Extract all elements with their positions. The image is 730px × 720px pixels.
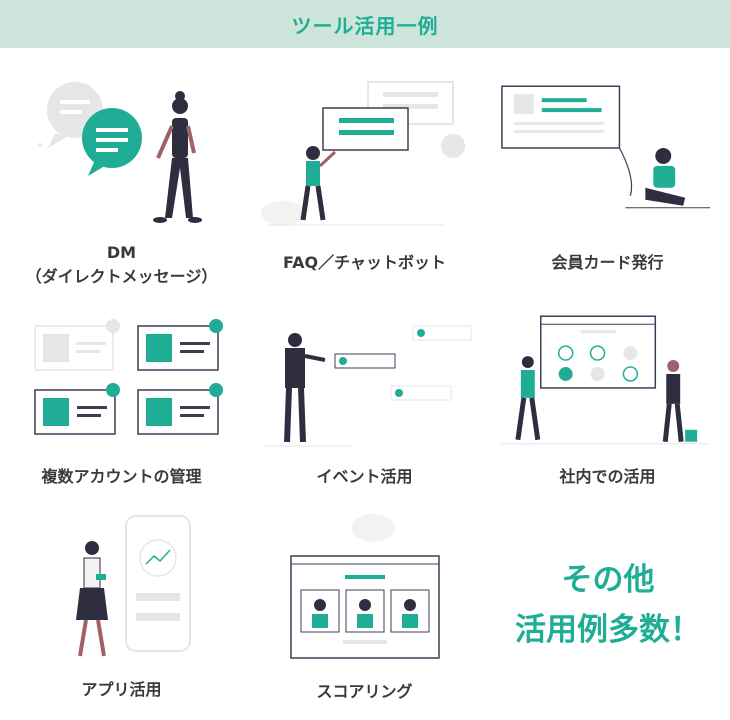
chat-bubbles-illustration bbox=[38, 82, 202, 223]
other-line2: 活用例多数！ bbox=[515, 612, 701, 648]
tile-app: アプリ活用 bbox=[0, 508, 243, 720]
chatbot-illustration bbox=[261, 81, 465, 226]
item-label-dm: DM bbox=[106, 243, 137, 262]
internal-use-illustration bbox=[500, 315, 711, 445]
event-illustration bbox=[263, 325, 472, 447]
tile-member-card: 会員カード発行 bbox=[486, 48, 729, 298]
item-label-faq: FAQ／チャットボット bbox=[283, 253, 446, 272]
account-card-1 bbox=[137, 319, 223, 371]
header-banner: ツール活用一例 bbox=[0, 0, 730, 48]
tile-dm: DM （ダイレクトメッセージ） bbox=[0, 48, 243, 298]
account-card-3 bbox=[137, 383, 223, 435]
item-sublabel-dm: （ダイレクトメッセージ） bbox=[25, 267, 218, 286]
item-label-app: アプリ活用 bbox=[81, 680, 162, 699]
item-label-event: イベント活用 bbox=[316, 467, 413, 486]
member-card-illustration bbox=[501, 85, 711, 209]
header-title: ツール活用一例 bbox=[291, 13, 439, 38]
item-label-multi-account: 複数アカウントの管理 bbox=[41, 467, 202, 486]
other-line1: その他 bbox=[561, 562, 655, 598]
tile-multi-account: 複数アカウントの管理 bbox=[0, 298, 243, 508]
other-callout: その他 活用例多数！ bbox=[486, 555, 730, 655]
item-label-member-card: 会員カード発行 bbox=[551, 253, 664, 272]
item-label-scoring: スコアリング bbox=[316, 682, 413, 701]
item-label-internal: 社内での活用 bbox=[559, 467, 656, 486]
tile-faq: FAQ／チャットボット bbox=[243, 48, 486, 298]
tile-event: イベント活用 bbox=[243, 298, 486, 508]
app-illustration bbox=[76, 515, 191, 657]
scoring-illustration bbox=[290, 514, 440, 659]
multi-account-illustration bbox=[34, 319, 223, 435]
account-card-2 bbox=[34, 383, 120, 435]
tile-internal: 社内での活用 bbox=[486, 298, 729, 508]
tile-scoring: スコアリング bbox=[243, 508, 486, 720]
